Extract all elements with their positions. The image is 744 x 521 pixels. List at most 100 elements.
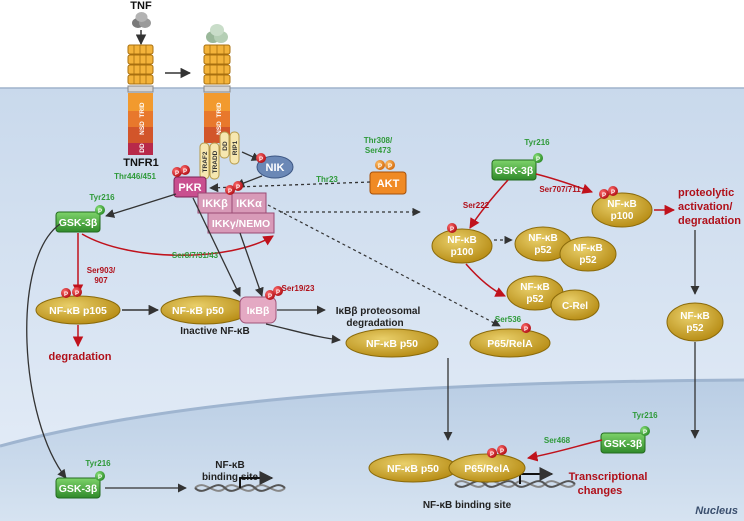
p52-right-line1: NF-κB bbox=[680, 311, 709, 322]
tnfr1-label: TNFR1 bbox=[123, 157, 158, 169]
akt-node bbox=[369, 171, 407, 195]
svg-text:P: P bbox=[259, 157, 263, 163]
akt-site-label-line1: Thr308/ bbox=[364, 136, 393, 145]
svg-text:P: P bbox=[490, 452, 494, 458]
nucleus-label: Nucleus bbox=[695, 505, 738, 517]
arrow-gsk-p100b bbox=[535, 173, 593, 194]
ser903-line1: Ser903/ bbox=[87, 266, 116, 275]
phospho-p105b-icon: P bbox=[72, 287, 82, 297]
svg-text:P: P bbox=[175, 171, 179, 177]
proteolytic-line3: degradation bbox=[678, 215, 741, 227]
p100-a-node bbox=[431, 228, 493, 264]
phospho-gsk-nuc-right-icon: P bbox=[640, 426, 650, 436]
arrow-release-p50 bbox=[265, 323, 341, 344]
p52-right-line2: p52 bbox=[686, 323, 704, 334]
svg-text:P: P bbox=[388, 164, 392, 170]
arrow-gsk-nuclear bbox=[26, 223, 67, 479]
pkr-label: PKR bbox=[178, 182, 201, 194]
svg-text:P: P bbox=[276, 290, 280, 296]
p100-b-line2: p100 bbox=[611, 211, 634, 222]
p52-right-node bbox=[666, 302, 724, 342]
phospho-ikb2-icon: P bbox=[273, 286, 283, 296]
arrow-ikk-ikb bbox=[239, 232, 264, 297]
phospho-gsk-left-icon: P bbox=[95, 205, 105, 215]
svg-text:P: P bbox=[75, 291, 79, 297]
svg-text:P: P bbox=[268, 294, 272, 300]
binding-left-line1: NF-κB bbox=[215, 460, 244, 471]
gsk-top-label: GSK-3β bbox=[495, 165, 534, 177]
adaptor-complex bbox=[199, 131, 240, 180]
p100-a-line2: p100 bbox=[451, 247, 474, 258]
phospho-nik-icon: P bbox=[256, 153, 266, 163]
ikk-beta-label: IKKβ bbox=[202, 198, 228, 210]
ikb-label: IκBβ bbox=[247, 305, 270, 317]
arrow-pkr-gsk bbox=[105, 193, 177, 218]
ser19-site-label: Ser19/23 bbox=[282, 284, 315, 293]
phospho-gsk-top-icon: P bbox=[533, 153, 543, 163]
nuclear-envelope bbox=[0, 378, 744, 448]
svg-text:P: P bbox=[64, 292, 68, 298]
degradation-label: degradation bbox=[49, 351, 112, 363]
p52-b-line2: p52 bbox=[579, 255, 597, 266]
svg-text:P: P bbox=[183, 169, 187, 175]
phospho-ikk2-icon: P bbox=[233, 181, 243, 191]
ikk-gamma-label: IKKγ/NEMO bbox=[212, 218, 270, 230]
gsk-top-site-label: Tyr216 bbox=[524, 138, 550, 147]
arrow-ikk-p65 bbox=[267, 204, 501, 327]
p100-a-line1: NF-κB bbox=[447, 235, 476, 246]
svg-text:P: P bbox=[450, 227, 454, 233]
ikb-degradation-line1: IκBβ proteosomal bbox=[336, 306, 421, 317]
ser536-site-label: Ser536 bbox=[495, 315, 522, 324]
nuc-p65-label: P65/RelA bbox=[464, 463, 510, 475]
p52-crel-line1: NF-κB bbox=[520, 282, 549, 293]
ser8-site-label: Ser8/7/31/43 bbox=[172, 251, 219, 260]
gsk-nuc-left-label: GSK-3β bbox=[59, 483, 98, 495]
svg-text:P: P bbox=[228, 189, 232, 195]
inactive-p50-label: NF-κB p50 bbox=[172, 305, 224, 317]
phospho-gsk-nuc-left-icon: P bbox=[95, 471, 105, 481]
gsk-nuc-left-site-label: Tyr216 bbox=[85, 459, 111, 468]
arrow-gsk-p65 bbox=[526, 439, 603, 462]
gsk-nuc-right-label: GSK-3β bbox=[604, 438, 643, 450]
gsk-top-node bbox=[491, 159, 537, 181]
tnf-ligand-icon bbox=[132, 12, 151, 28]
ser707-site-label: Ser707/711 bbox=[539, 185, 581, 194]
ser903-line2: 907 bbox=[94, 276, 108, 285]
arrow-pkr-ikb bbox=[192, 197, 241, 297]
p52-a-line2: p52 bbox=[534, 245, 552, 256]
ikk-alpha-label: IKKα bbox=[236, 198, 262, 210]
p65-node bbox=[469, 328, 551, 358]
svg-text:P: P bbox=[643, 430, 647, 436]
trid-label: TRID bbox=[139, 102, 146, 117]
phospho-pkr-icon: P bbox=[172, 167, 182, 177]
gsk-left-label: GSK-3β bbox=[59, 217, 98, 229]
phospho-ikb1-icon: P bbox=[265, 290, 275, 300]
phospho-p65-icon: P bbox=[521, 323, 531, 333]
ikb-degradation-line2: degradation bbox=[346, 318, 403, 329]
svg-text:P: P bbox=[602, 193, 606, 199]
crel-node bbox=[550, 289, 600, 321]
tradd-label: TRADD bbox=[212, 150, 219, 173]
tnf-label: TNF bbox=[130, 0, 152, 12]
p100-b-line1: NF-κB bbox=[607, 199, 636, 210]
free-p50-label: NF-κB p50 bbox=[366, 338, 418, 350]
akt-site-label-line2: Ser473 bbox=[365, 146, 392, 155]
svg-text:P: P bbox=[524, 327, 528, 333]
svg-text:P: P bbox=[236, 185, 240, 191]
svg-text:P: P bbox=[378, 164, 382, 170]
phospho-markers: P P P P P P P P P P P P P P P P P P P P … bbox=[61, 153, 650, 481]
transcriptional-line2: changes bbox=[578, 485, 623, 497]
gsk-nuc-left-node bbox=[55, 477, 101, 499]
gsk-nuc-right-node bbox=[600, 432, 646, 454]
nuc-p65-node bbox=[448, 453, 526, 483]
akt-label: AKT bbox=[377, 178, 400, 190]
thr23-site-label: Thr23 bbox=[316, 175, 338, 184]
p52-crel-line2: p52 bbox=[526, 294, 544, 305]
p52-a-line1: NF-κB bbox=[528, 233, 557, 244]
arrow-p100-crel bbox=[465, 263, 506, 297]
active-trid-label: TRID bbox=[216, 102, 223, 117]
ser222-site-label: Ser222 bbox=[463, 201, 490, 210]
phospho-p100a-icon: P bbox=[447, 223, 457, 233]
